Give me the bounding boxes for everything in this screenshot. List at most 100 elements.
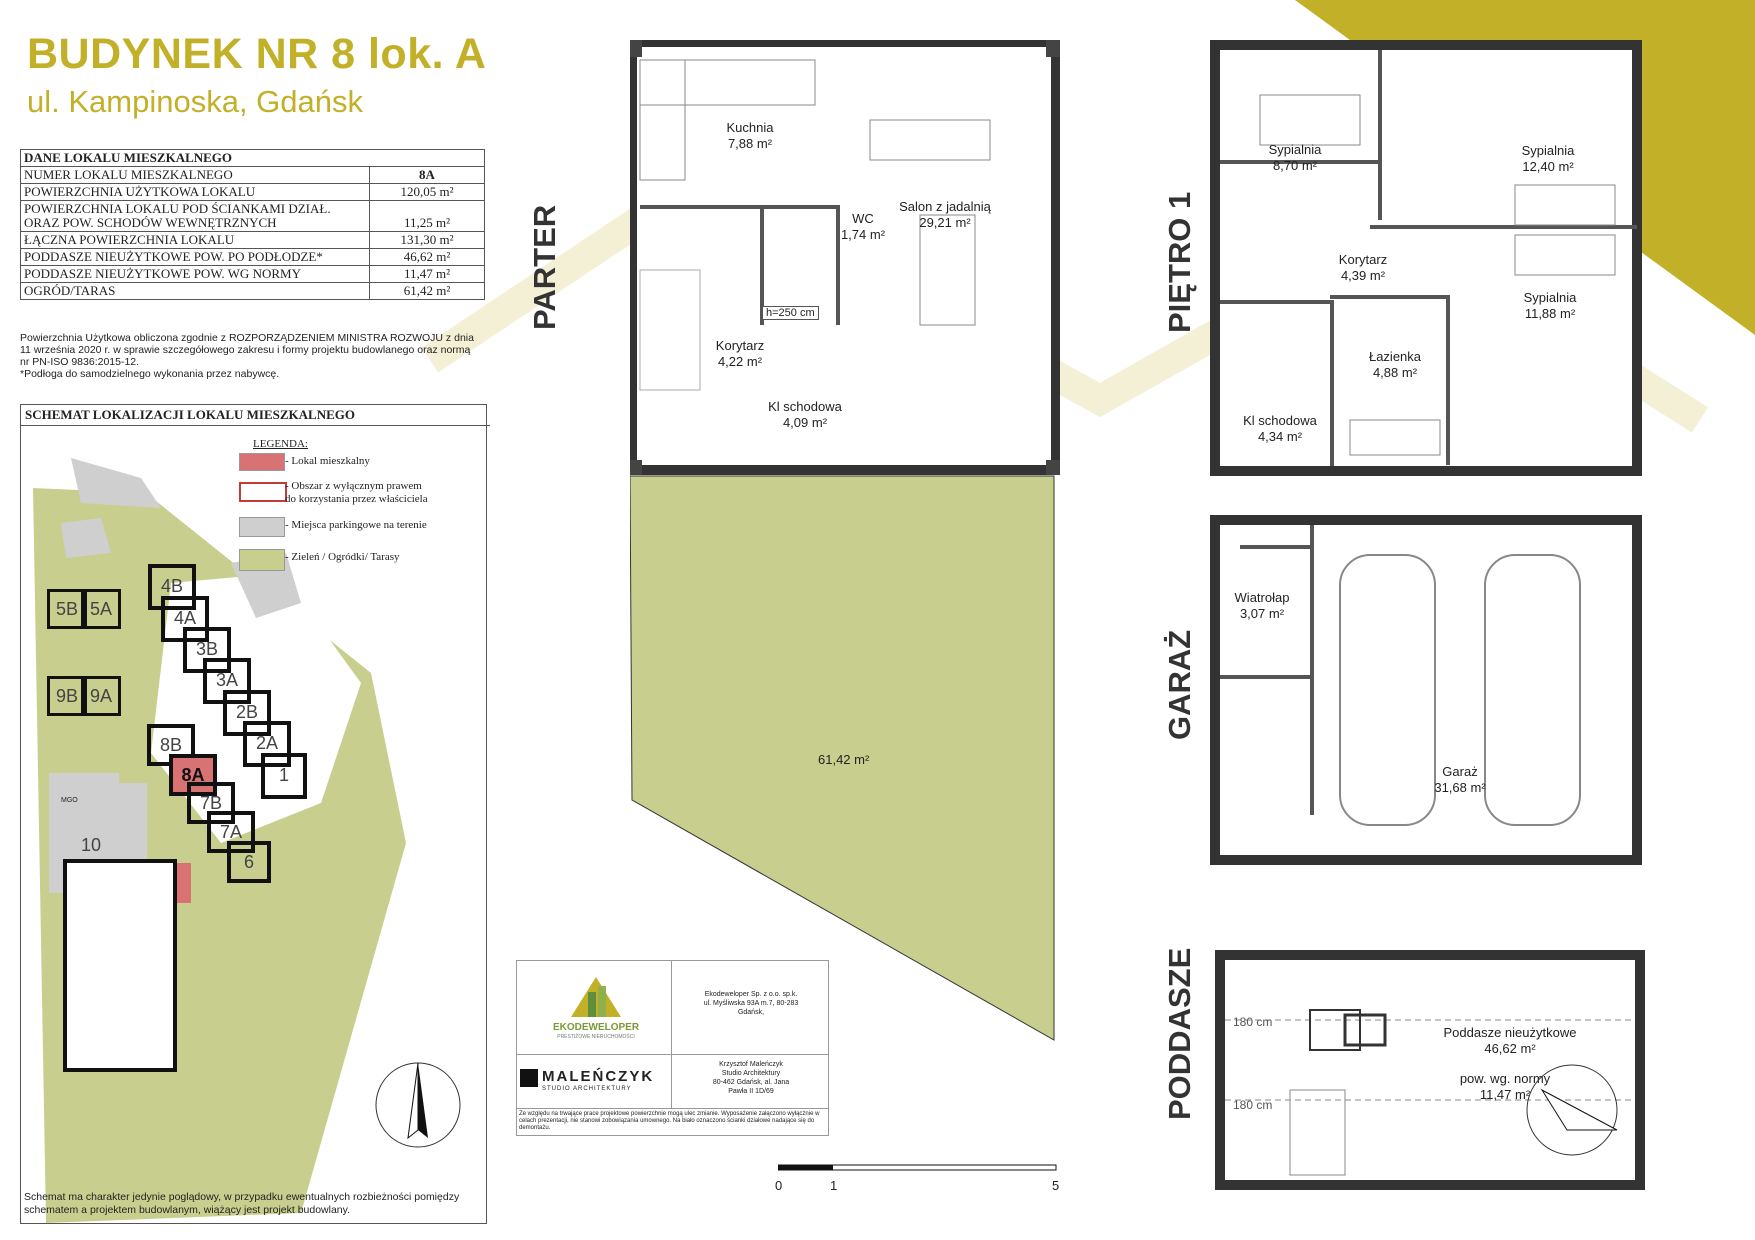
ekodeweloper-block — [516, 960, 829, 1055]
unit: 9A — [81, 676, 121, 716]
page-title: BUDYNEK NR 8 lok. A — [27, 30, 487, 78]
malenczyk-logo-text: MALEŃCZYK — [542, 1068, 655, 1085]
row-value: 11,47 m² — [369, 265, 485, 283]
schemat-panel: SCHEMAT LOKALIZACJI LOKALU MIESZKALNEGO … — [20, 404, 490, 1224]
pietro-plan — [1210, 40, 1642, 476]
room-name: Salon z jadalnią — [899, 199, 991, 214]
row-label: PODDASZE NIEUŻYTKOWE POW. WG NORMY — [20, 265, 370, 283]
unit: 2B — [223, 690, 271, 736]
ekodeweloper-logo-icon — [571, 977, 621, 1017]
address-line: Ekodeweloper Sp. z o.o. sp.k. — [704, 991, 798, 998]
unit: 2A — [243, 721, 291, 767]
malenczyk-logo-mark — [520, 1069, 538, 1087]
building-10 — [63, 859, 177, 1072]
schemat-footer: Schemat ma charakter jedynie poglądowy, … — [24, 1191, 460, 1216]
address-line: 80-462 Gdańsk, al. Jana — [712, 1079, 790, 1086]
room-name: Korytarz — [1338, 252, 1388, 267]
room-name: Wiatrołap — [1234, 590, 1290, 605]
dane-lokalu-table: DANE LOKALU MIESZKALNEGO NUMER LOKALU MI… — [20, 149, 485, 300]
label-pietro: PIĘTRO 1 — [1162, 191, 1197, 333]
area-note-footnote: *Podłoga do samodzielnego wykonania prze… — [20, 368, 280, 380]
row-label: PODDASZE NIEUŻYTKOWE POW. PO PODŁODZE* — [20, 248, 370, 266]
unit: 7A — [207, 811, 255, 853]
compass-icon — [375, 1062, 461, 1148]
ekodeweloper-address: Ekodeweloper Sp. z o.o. sp.k. ul. Myśliw… — [676, 990, 826, 1017]
disclaimer-text: Ze względu na trwające prace projektowe … — [519, 1111, 820, 1131]
unit: 3B — [183, 627, 231, 673]
legend-item: - Miejsca parkingowe na terenie — [285, 519, 427, 531]
room-area: 4,34 m² — [1257, 429, 1303, 444]
divider — [671, 960, 672, 1108]
unit: 3A — [203, 658, 251, 704]
room-name: Poddasze nieużytkowe — [1443, 1025, 1577, 1040]
room-name: Łazienka — [1368, 349, 1422, 364]
row-value: 46,62 m² — [369, 248, 485, 266]
room-area: 4,88 m² — [1372, 365, 1418, 380]
room-name: Kl schodowa — [1243, 413, 1317, 428]
row-label: POWIERZCHNIA LOKALU POD ŚCIANKAMI DZIAŁ.… — [20, 200, 370, 232]
room-name: Kuchnia — [726, 120, 774, 135]
height-180: 180 cm — [1233, 1015, 1273, 1029]
room-area: 3,07 m² — [1239, 606, 1285, 621]
room-area: 7,88 m² — [727, 136, 773, 151]
label-garaz: GARAŻ — [1162, 629, 1197, 740]
area-note-text: Powierzchnia Użytkowa obliczona zgodnie … — [20, 332, 474, 368]
legend-item: - Obszar z wyłącznym prawem — [285, 480, 422, 492]
unit: 1 — [261, 753, 307, 799]
mgo-label: MGO — [61, 797, 78, 804]
poddasze-plan — [1215, 950, 1645, 1190]
scale-tick: 5 — [1052, 1178, 1060, 1193]
row-value: 61,42 m² — [369, 282, 485, 300]
dane-heading: DANE LOKALU MIESZKALNEGO — [20, 149, 485, 167]
row-value: 120,05 m² — [369, 183, 485, 201]
page-subtitle: ul. Kampinoska, Gdańsk — [27, 84, 364, 119]
area-note: Powierzchnia Użytkowa obliczona zgodnie … — [20, 332, 482, 380]
room-name: Sypialnia — [1268, 142, 1322, 157]
room-area: 29,21 m² — [919, 215, 971, 230]
room-area: 1,74 m² — [840, 227, 886, 242]
address-line: Studio Architektury — [721, 1070, 781, 1077]
room-area: 46,62 m² — [1484, 1041, 1536, 1056]
credits-box: EKODEWELOPER PRESTIŻOWE NIERUCHOMOŚCI Ek… — [516, 960, 829, 1136]
room-area: 31,68 m² — [1434, 780, 1486, 795]
malenczyk-block — [516, 1053, 829, 1109]
legend-swatch — [239, 482, 287, 502]
row-value: 131,30 m² — [369, 231, 485, 249]
room-name: pow. wg. normy — [1459, 1071, 1551, 1086]
legend-swatch — [239, 453, 285, 471]
legend-swatch — [239, 549, 285, 571]
row-label: NUMER LOKALU MIESZKALNEGO — [20, 166, 370, 184]
scale-bar — [778, 1164, 1057, 1171]
garden-area: 61,42 m² — [818, 752, 870, 767]
room-area: 4,09 m² — [782, 415, 828, 430]
legend-item: - Zieleń / Ogródki/ Tarasy — [285, 551, 400, 563]
unit: 5A — [81, 589, 121, 629]
room-area: 8,70 m² — [1272, 158, 1318, 173]
unit: 5B — [47, 589, 87, 629]
unit: 4B — [148, 564, 196, 610]
legend-item-cont: do korzystania przez właściciela — [285, 493, 428, 505]
room-name: WC — [852, 211, 874, 226]
disclaimer-block — [516, 1108, 829, 1136]
row-value: 8A — [369, 166, 485, 184]
unit: 9B — [47, 676, 87, 716]
room-name: Kl schodowa — [768, 399, 842, 414]
room-name: Korytarz — [715, 338, 765, 353]
compass-icon — [1526, 1064, 1618, 1156]
address-line: Pawła II 1D/69 — [728, 1088, 774, 1095]
unit: 6 — [227, 841, 271, 883]
unit-highlighted: 8A — [169, 754, 217, 796]
malenczyk-tagline: STUDIO ARCHITEKTURY — [542, 1086, 632, 1092]
label-parter: PARTER — [527, 204, 562, 330]
